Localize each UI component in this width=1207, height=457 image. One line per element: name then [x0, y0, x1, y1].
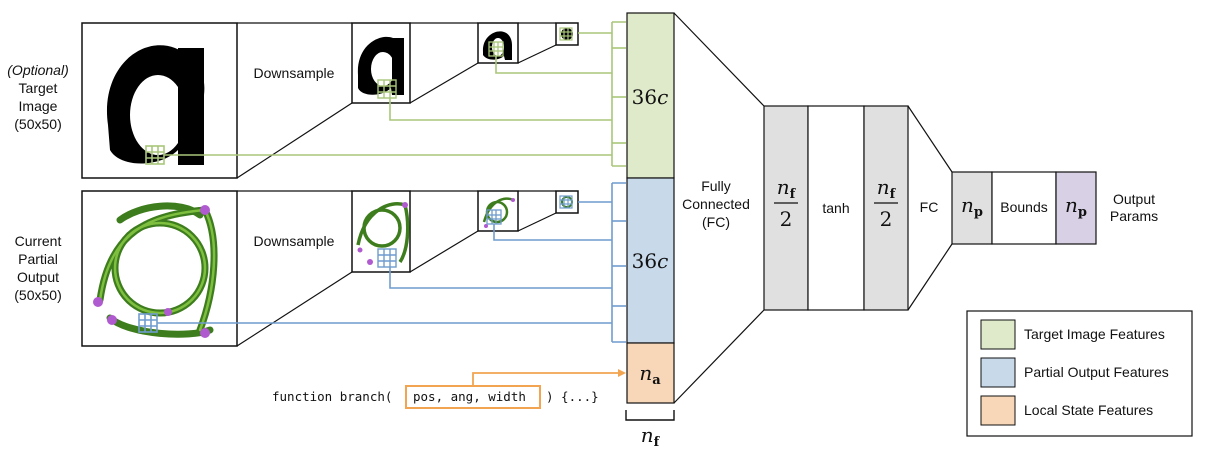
legend: Target Image Features Partial Output Fea…: [966, 310, 1193, 437]
bounds-block: [991, 171, 1057, 245]
target-downsample-label: Downsample: [254, 65, 335, 81]
target-grid-marker-small: [488, 41, 504, 57]
fc-label-line2: Connected: [682, 196, 750, 212]
partial-block-label: 36c: [632, 249, 669, 273]
hidden-layers: nf 2 tanh nf 2 FC: [763, 105, 953, 311]
legend-swatch-target: [980, 319, 1016, 350]
current-output-small: [477, 190, 519, 232]
current-output-row: Current Partial Output (50x50): [14, 182, 626, 347]
fc-label-line3: (FC): [702, 214, 730, 230]
fc-funnel-lines: [673, 12, 765, 404]
target-pyramid-lines: [236, 22, 557, 179]
legend-item-target: Target Image Features: [980, 319, 1165, 350]
output-label-line2: Params: [1110, 208, 1158, 224]
legend-label-state: Local State Features: [1024, 402, 1153, 418]
target-image-row: (Optional) Target Image (50x50) Downsamp…: [7, 21, 626, 179]
hidden-layer-2: [863, 105, 909, 311]
legend-swatch-state: [980, 395, 1016, 426]
vine-drawing-mid: [356, 202, 410, 263]
hidden-layer-2-den: 2: [880, 207, 893, 231]
target-grid-marker-tiny: [559, 27, 573, 41]
target-grid-marker-mid: [377, 79, 397, 99]
state-arrow-line: [472, 372, 624, 386]
current-pyramid-lines: [236, 190, 557, 347]
current-downsample-label: Downsample: [254, 233, 335, 249]
target-block-label: 36c: [632, 85, 669, 109]
hidden-layer-1-den: 2: [780, 207, 793, 231]
bounded-params-label: np: [1065, 193, 1087, 220]
fc2-funnel-lines: [907, 105, 953, 311]
hidden-layer-1: [763, 105, 809, 311]
target-feature-connectors: [164, 21, 626, 167]
output-section: np Bounds np Output Params: [951, 171, 1158, 245]
legend-label-partial: Partial Output Features: [1024, 364, 1169, 380]
tanh-label: tanh: [822, 200, 849, 216]
current-label-line1: Current: [15, 233, 62, 249]
fc-label-line1: Fully: [701, 178, 731, 194]
current-label-line3: Output: [17, 269, 59, 285]
code-snippet: function branch( pos, ang, width ) {...}: [272, 369, 626, 409]
code-prefix: function branch(: [272, 389, 392, 404]
state-arrow-head: [618, 369, 626, 377]
target-size-label: (50x50): [14, 116, 61, 132]
vine-flowers-large: [93, 205, 210, 338]
fc2-label: FC: [920, 199, 939, 215]
hidden-layer-2-num: nf: [877, 175, 897, 202]
feature-column: 36c 36c na nf: [625, 12, 675, 450]
output-label-line1: Output: [1113, 191, 1155, 207]
partial-features-block: [626, 177, 675, 344]
legend-item-partial: Partial Output Features: [980, 357, 1169, 388]
target-label-line2: Image: [19, 98, 58, 114]
target-features-block: [626, 12, 675, 179]
current-grid-marker-tiny: [559, 195, 573, 209]
current-grid-marker-mid: [377, 248, 397, 268]
legend-item-state: Local State Features: [980, 395, 1153, 426]
current-label-line2: Partial: [18, 251, 58, 267]
bounded-params-block: [1055, 171, 1097, 245]
optional-label: (Optional): [7, 62, 68, 78]
state-features-block: [626, 342, 675, 404]
code-args: pos, ang, width: [413, 389, 526, 404]
partial-feature-connectors: [157, 182, 626, 343]
width-label: nf: [641, 423, 661, 450]
legend-label-target: Target Image Features: [1024, 326, 1165, 342]
legend-swatch-partial: [980, 357, 1016, 388]
fully-connected: Fully Connected (FC): [673, 12, 765, 404]
bounds-label: Bounds: [1000, 199, 1047, 215]
current-output-tiny: [555, 190, 579, 214]
output-params-label: np: [961, 193, 983, 220]
hidden-layer-1-num: nf: [777, 175, 797, 202]
code-suffix: ) {...}: [546, 389, 599, 404]
current-size-label: (50x50): [14, 287, 61, 303]
target-label-line1: Target: [19, 80, 58, 96]
width-bracket: [625, 410, 675, 421]
output-params-block: [951, 171, 993, 245]
target-glyph-a: [106, 45, 205, 165]
target-grid-marker-large: [145, 145, 165, 165]
state-block-label: na: [639, 361, 661, 388]
